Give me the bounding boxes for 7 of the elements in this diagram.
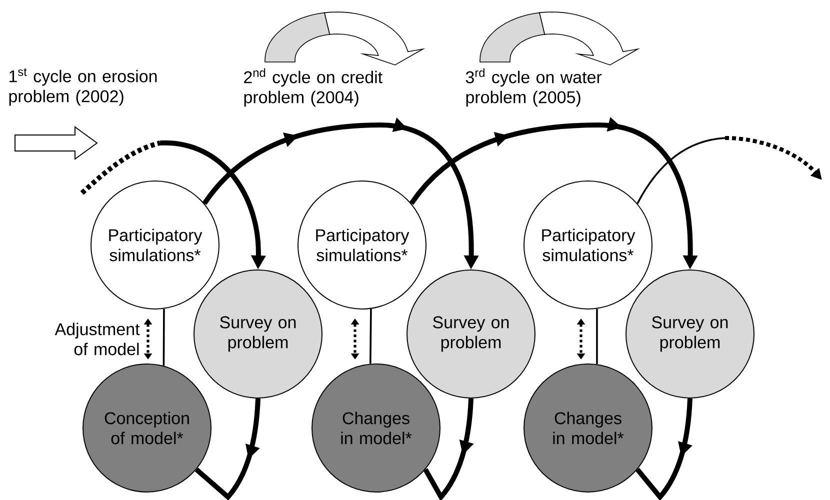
edge-label: Adjustment of model [44, 322, 141, 356]
cycle-heading: 1$^{st}$ cycle on erosion problem (2002) [9, 68, 157, 106]
arrow [635, 398, 692, 500]
cycle-heading: 2$^{nd}$ cycle on credit problem (2004) [244, 68, 382, 107]
arrow [194, 398, 260, 500]
arrow [423, 398, 474, 500]
cycle-heading: 3$^{rd}$ cycle on water problem (2005) [466, 68, 602, 107]
